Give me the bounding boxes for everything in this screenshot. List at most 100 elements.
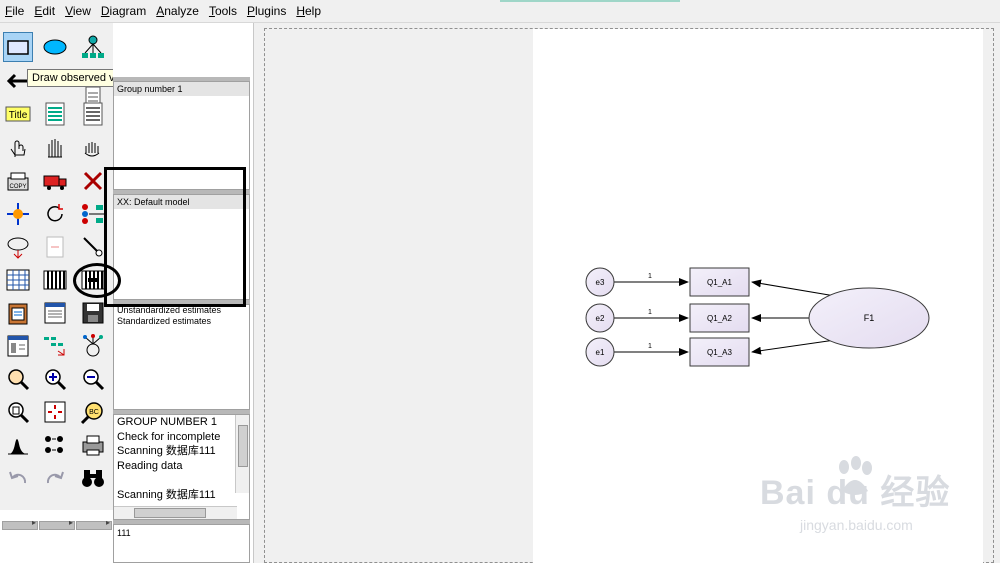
scroll-tool[interactable] [40, 232, 70, 262]
copy-to-clipboard-tool[interactable] [3, 298, 33, 328]
menu-bar: File Edit View Diagram Analyze Tools Plu… [0, 0, 1000, 23]
data-grid-icon [6, 269, 30, 291]
panel-splitter[interactable] [113, 300, 250, 304]
copy-machine-icon: COPY [7, 172, 29, 191]
hand-pointer-icon [10, 140, 26, 157]
magnify-abc-icon: BC [80, 402, 103, 425]
panel-splitter[interactable] [113, 77, 250, 81]
panel-divider[interactable] [253, 23, 262, 563]
draw-unobserved-variable-tool[interactable] [40, 32, 70, 62]
menu-analyze[interactable]: Analyze [156, 4, 199, 18]
deselect-all-tool[interactable] [78, 133, 108, 163]
list-variables-model-tool[interactable] [40, 99, 70, 129]
preserve-symmetries-tool[interactable] [78, 331, 108, 361]
hand-open-icon [48, 139, 62, 158]
menu-tools[interactable]: Tools [208, 4, 237, 18]
zoom-in-tool[interactable] [40, 364, 70, 394]
view-page-tool[interactable] [3, 397, 33, 427]
toolbox-column-3-footer[interactable] [76, 518, 112, 530]
erase-x-icon [83, 171, 103, 191]
models-pane[interactable]: XX: Default model [113, 194, 250, 300]
svg-text:BC: BC [89, 409, 99, 416]
menu-edit[interactable]: Edit [34, 4, 56, 18]
menu-help[interactable]: Help [296, 4, 322, 18]
hand-deselect-icon [84, 142, 100, 157]
arrow-left-icon [6, 73, 27, 89]
rectangle-icon [7, 40, 29, 55]
default-model-item[interactable]: XX: Default model [114, 195, 249, 209]
scroll-thumb[interactable] [134, 508, 206, 518]
title-icon: Title [5, 106, 31, 122]
unstandardized-estimates-item[interactable]: Unstandardized estimates [117, 305, 222, 315]
symmetry-icon [83, 334, 103, 357]
scroll-thumb[interactable] [238, 425, 248, 467]
zoom-in-area-tool[interactable] [3, 364, 33, 394]
panel-splitter[interactable] [113, 190, 250, 194]
multiple-group-analysis-tool[interactable] [40, 430, 70, 460]
groups-pane[interactable]: Group number 1 [113, 81, 250, 190]
truck-icon [43, 175, 67, 190]
estimates-pane[interactable]: Unstandardized estimates Standardized es… [113, 304, 250, 410]
title-tool[interactable]: Title [3, 99, 33, 129]
select-all-tool[interactable] [40, 133, 70, 163]
zoom-page-icon [8, 402, 30, 424]
log-horizontal-scrollbar[interactable] [114, 506, 237, 519]
zoom-out-tool[interactable] [78, 364, 108, 394]
copy-object-tool[interactable]: COPY [3, 166, 33, 196]
data-files-tool[interactable] [3, 265, 33, 295]
properties-icon [7, 335, 29, 357]
menu-diagram[interactable]: Diagram [100, 4, 147, 18]
indicator-tree-icon [82, 35, 104, 58]
analysis-properties-tool[interactable] [40, 265, 70, 295]
touch-up-tool[interactable] [78, 232, 108, 262]
panel-splitter[interactable] [113, 520, 250, 524]
specification-search-tool[interactable] [78, 463, 108, 493]
rotate-indicators-tool[interactable] [40, 199, 70, 229]
magic-wand-icon [83, 237, 103, 257]
draw-observed-variable-tool[interactable] [3, 32, 33, 62]
draw-latent-indicator-tool[interactable] [78, 32, 108, 62]
drag-properties-tool[interactable] [40, 331, 70, 361]
move-object-tool[interactable] [40, 166, 70, 196]
print-tool[interactable] [78, 430, 108, 460]
reflect-indicators-tool[interactable] [78, 199, 108, 229]
zoom-in-icon [45, 369, 67, 391]
redo-icon [46, 471, 64, 484]
group-number-item[interactable]: Group number 1 [114, 82, 249, 96]
toolbox-column-2-footer[interactable] [39, 518, 75, 530]
move-parameter-tool[interactable] [3, 232, 33, 262]
standardized-estimates-item[interactable]: Standardized estimates [117, 316, 212, 326]
drag-properties-icon [44, 337, 65, 356]
log-line: Reading data [117, 459, 183, 472]
object-properties-tool[interactable] [3, 331, 33, 361]
select-one-tool[interactable] [3, 133, 33, 163]
magnifying-glass-tool[interactable]: BC [78, 397, 108, 427]
redo-tool[interactable] [40, 463, 70, 493]
text-output-icon [44, 302, 66, 324]
erase-object-tool[interactable] [78, 166, 108, 196]
dataset-list-icon [83, 102, 103, 126]
menu-plugins[interactable]: Plugins [246, 4, 287, 18]
log-vertical-scrollbar[interactable] [235, 415, 249, 493]
scroll-icon [46, 236, 64, 258]
window-accent-strip [500, 0, 680, 2]
toolbox-column-1-footer[interactable] [2, 518, 38, 530]
menu-view[interactable]: View [65, 4, 91, 18]
calculate-estimates-tool[interactable] [78, 265, 108, 295]
file-name-item[interactable]: 111 [117, 528, 131, 538]
text-output-tool[interactable] [40, 298, 70, 328]
fit-to-page-tool[interactable] [40, 397, 70, 427]
distribution-icon [8, 439, 28, 455]
undo-tool[interactable] [3, 463, 33, 493]
draw-path-tool[interactable] [3, 66, 33, 96]
change-shape-tool[interactable] [3, 199, 33, 229]
bayesian-estimation-tool[interactable] [3, 430, 33, 460]
svg-text:COPY: COPY [9, 184, 26, 190]
save-tool[interactable] [78, 298, 108, 328]
diagram-page[interactable] [533, 29, 983, 563]
panel-splitter[interactable] [113, 410, 250, 414]
files-pane[interactable]: 111 [113, 524, 250, 563]
rotate-icon [47, 204, 63, 222]
menu-file[interactable]: File [5, 4, 25, 18]
list-variables-dataset-tool[interactable] [78, 99, 108, 129]
